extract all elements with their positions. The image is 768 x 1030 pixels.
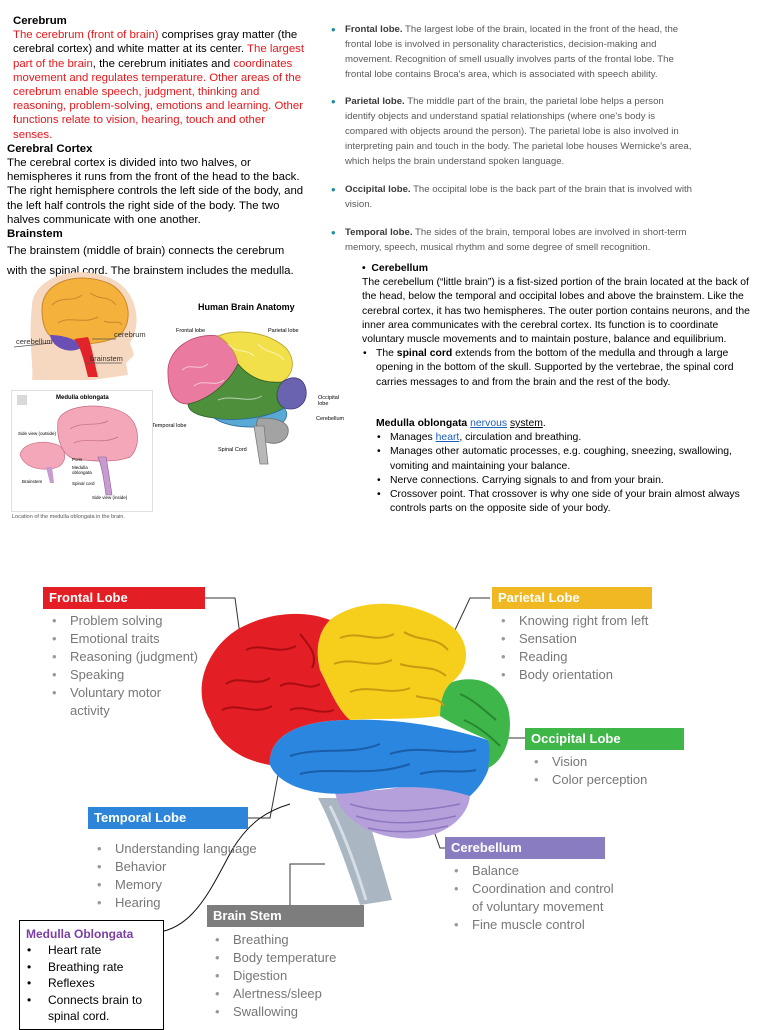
- left-text-column: Cerebrum The cerebrum (front of brain) c…: [7, 14, 307, 281]
- anatomy-label-occipital: Occipital lobe: [318, 395, 340, 407]
- medulla-box-item-4: Connects brain to spinal cord.: [26, 992, 157, 1025]
- occipital-item-1: Vision: [532, 753, 682, 771]
- anatomy-diagram: Human Brain Anatomy Frontal lobe Parieta…: [152, 300, 350, 470]
- temporal-item-4: Hearing: [95, 894, 285, 912]
- cerebellum-section: • Cerebellum The cerebellum (“little bra…: [362, 262, 750, 390]
- medulla-heading-line: Medulla oblongata nervous system.: [376, 418, 546, 429]
- lobe-item-frontal: Frontal lobe. The largest lobe of the br…: [330, 22, 692, 82]
- cerebellum-item-3: Fine muscle control: [452, 916, 632, 934]
- cerebrum-text-1: The cerebrum (front of brain): [13, 29, 159, 42]
- medulla-box-item-1: Heart rate: [26, 942, 157, 959]
- small-head-diagram: cerebrum cerebellum brainstem: [13, 272, 146, 380]
- parietal-lobe-list: Knowing right from left Sensation Readin…: [499, 612, 669, 684]
- anatomy-label-parietal: Parietal lobe: [268, 328, 299, 334]
- temporal-lobe-title: Temporal Lobe: [88, 807, 248, 829]
- medulla-item-heart: Manages heart, circulation and breathing…: [376, 431, 748, 445]
- anatomy-label-temporal: Temporal lobe: [152, 423, 187, 429]
- brainstem-heading: Brainstem: [7, 228, 63, 241]
- parietal-item-4: Body orientation: [499, 666, 669, 684]
- brainstem-item-3: Digestion: [213, 967, 383, 985]
- medulla-oblongata-box: Medulla Oblongata Heart rate Breathing r…: [19, 920, 164, 1030]
- temporal-lobe-list: Understanding language Behavior Memory H…: [95, 840, 285, 912]
- medulla-label-pons: Pons: [72, 457, 83, 462]
- medulla-diagram-title: Medulla oblongata: [56, 395, 109, 401]
- occipital-lobe-list: Vision Color perception: [532, 753, 682, 789]
- temporal-item-2: Behavior: [95, 858, 285, 876]
- brainstem-item-1: Breathing: [213, 931, 383, 949]
- cerebrum-text-3: The largest part of the brain: [13, 43, 305, 70]
- occipital-lobe-title: Occipital Lobe: [525, 728, 684, 750]
- anatomy-label-cerebellum: Cerebellum: [316, 416, 345, 422]
- frontal-item-3: Reasoning (judgment): [50, 648, 220, 666]
- lobe-item-temporal: Temporal lobe. The sides of the brain, t…: [330, 225, 692, 255]
- medulla-label-medulla: Medulla oblongata: [72, 465, 92, 475]
- medulla-label-brainstem: Brainstem: [22, 479, 43, 484]
- lobes-list: Frontal lobe. The largest lobe of the br…: [330, 22, 692, 255]
- temporal-item-3: Memory: [95, 876, 285, 894]
- brain-stem-title: Brain Stem: [207, 905, 364, 927]
- lobe-item-occipital: Occipital lobe. The occipital lobe is th…: [330, 182, 692, 212]
- medulla-box-title: Medulla Oblongata: [26, 927, 134, 941]
- frontal-item-1: Problem solving: [50, 612, 220, 630]
- medulla-diagram: Medulla oblongata Side view (outside) Br…: [11, 390, 153, 512]
- anatomy-title: Human Brain Anatomy: [198, 302, 295, 312]
- frontal-item-5: Voluntary motor activity: [50, 684, 194, 720]
- brain-stem-list: Breathing Body temperature Digestion Ale…: [213, 931, 383, 1021]
- label-brainstem: brainstem: [90, 354, 123, 363]
- parietal-lobe-title: Parietal Lobe: [492, 587, 652, 609]
- label-cerebellum: cerebellum: [16, 337, 53, 346]
- brainstem-item-4: Alertness/sleep: [213, 985, 383, 1003]
- lobe-item-parietal: Parietal lobe. The middle part of the br…: [330, 94, 692, 169]
- frontal-lobe-title: Frontal Lobe: [43, 587, 205, 609]
- frontal-item-2: Emotional traits: [50, 630, 220, 648]
- occipital-item-2: Color perception: [532, 771, 682, 789]
- parietal-item-1: Knowing right from left: [499, 612, 669, 630]
- medulla-item-2: Nerve connections. Carrying signals to a…: [376, 474, 748, 488]
- cerebrum-paragraph: The cerebrum (front of brain) comprises …: [7, 28, 307, 142]
- spinal-cord-item: The spinal cord extends from the bottom …: [362, 347, 750, 390]
- cerebrum-text-4: , the cerebrum initiates and: [92, 57, 234, 70]
- frontal-lobe-list: Problem solving Emotional traits Reasoni…: [50, 612, 220, 720]
- heart-link[interactable]: heart: [435, 432, 460, 444]
- medulla-item-1: Manages other automatic processes, e.g. …: [376, 445, 748, 473]
- medulla-label-side-inside: Side view (inside): [92, 495, 128, 500]
- cerebellum-heading: • Cerebellum: [362, 263, 429, 274]
- cortex-paragraph: The cerebral cortex is divided into two …: [7, 157, 304, 226]
- cerebrum-text-2: comprises gray matter (the cerebral cort…: [13, 29, 298, 56]
- nervous-link[interactable]: nervous: [470, 418, 508, 429]
- frontal-item-4: Speaking: [50, 666, 220, 684]
- cerebellum-title: Cerebellum: [445, 837, 605, 859]
- cerebrum-heading: Cerebrum: [13, 15, 67, 27]
- medulla-section: Medulla oblongata nervous system. Manage…: [376, 417, 748, 516]
- cerebellum-list: Balance Coordination and control of volu…: [452, 862, 632, 934]
- medulla-label-side-outside: Side view (outside): [18, 431, 57, 436]
- big-brain-illustration: [139, 597, 525, 934]
- cerebellum-paragraph: The cerebellum (“little brain”) is a fis…: [362, 277, 750, 346]
- anatomy-label-frontal: Frontal lobe: [176, 328, 206, 334]
- medulla-label-spinal-cord: Spinal cord: [72, 481, 95, 486]
- cerebellum-item-2: Coordination and control of voluntary mo…: [452, 880, 622, 916]
- medulla-box-item-3: Reflexes: [26, 975, 157, 992]
- cerebellum-item-1: Balance: [452, 862, 632, 880]
- cerebrum-text-5: coordinates movement and regulates tempe…: [13, 57, 303, 141]
- brainstem-item-2: Body temperature: [213, 949, 383, 967]
- cortex-heading: Cerebral Cortex: [7, 142, 93, 155]
- anatomy-label-spinal-cord: Spinal Cord: [218, 447, 247, 453]
- medulla-item-3: Crossover point. That crossover is why o…: [376, 488, 748, 516]
- label-cerebrum: cerebrum: [114, 330, 146, 339]
- medulla-diagram-caption: Location of the medulla oblongata in the…: [12, 514, 125, 520]
- brainstem-item-5: Swallowing: [213, 1003, 383, 1021]
- parietal-item-3: Reading: [499, 648, 669, 666]
- temporal-item-1: Understanding language: [95, 840, 285, 858]
- medulla-box-item-2: Breathing rate: [26, 959, 157, 976]
- parietal-item-2: Sensation: [499, 630, 669, 648]
- system-link[interactable]: system: [509, 418, 543, 429]
